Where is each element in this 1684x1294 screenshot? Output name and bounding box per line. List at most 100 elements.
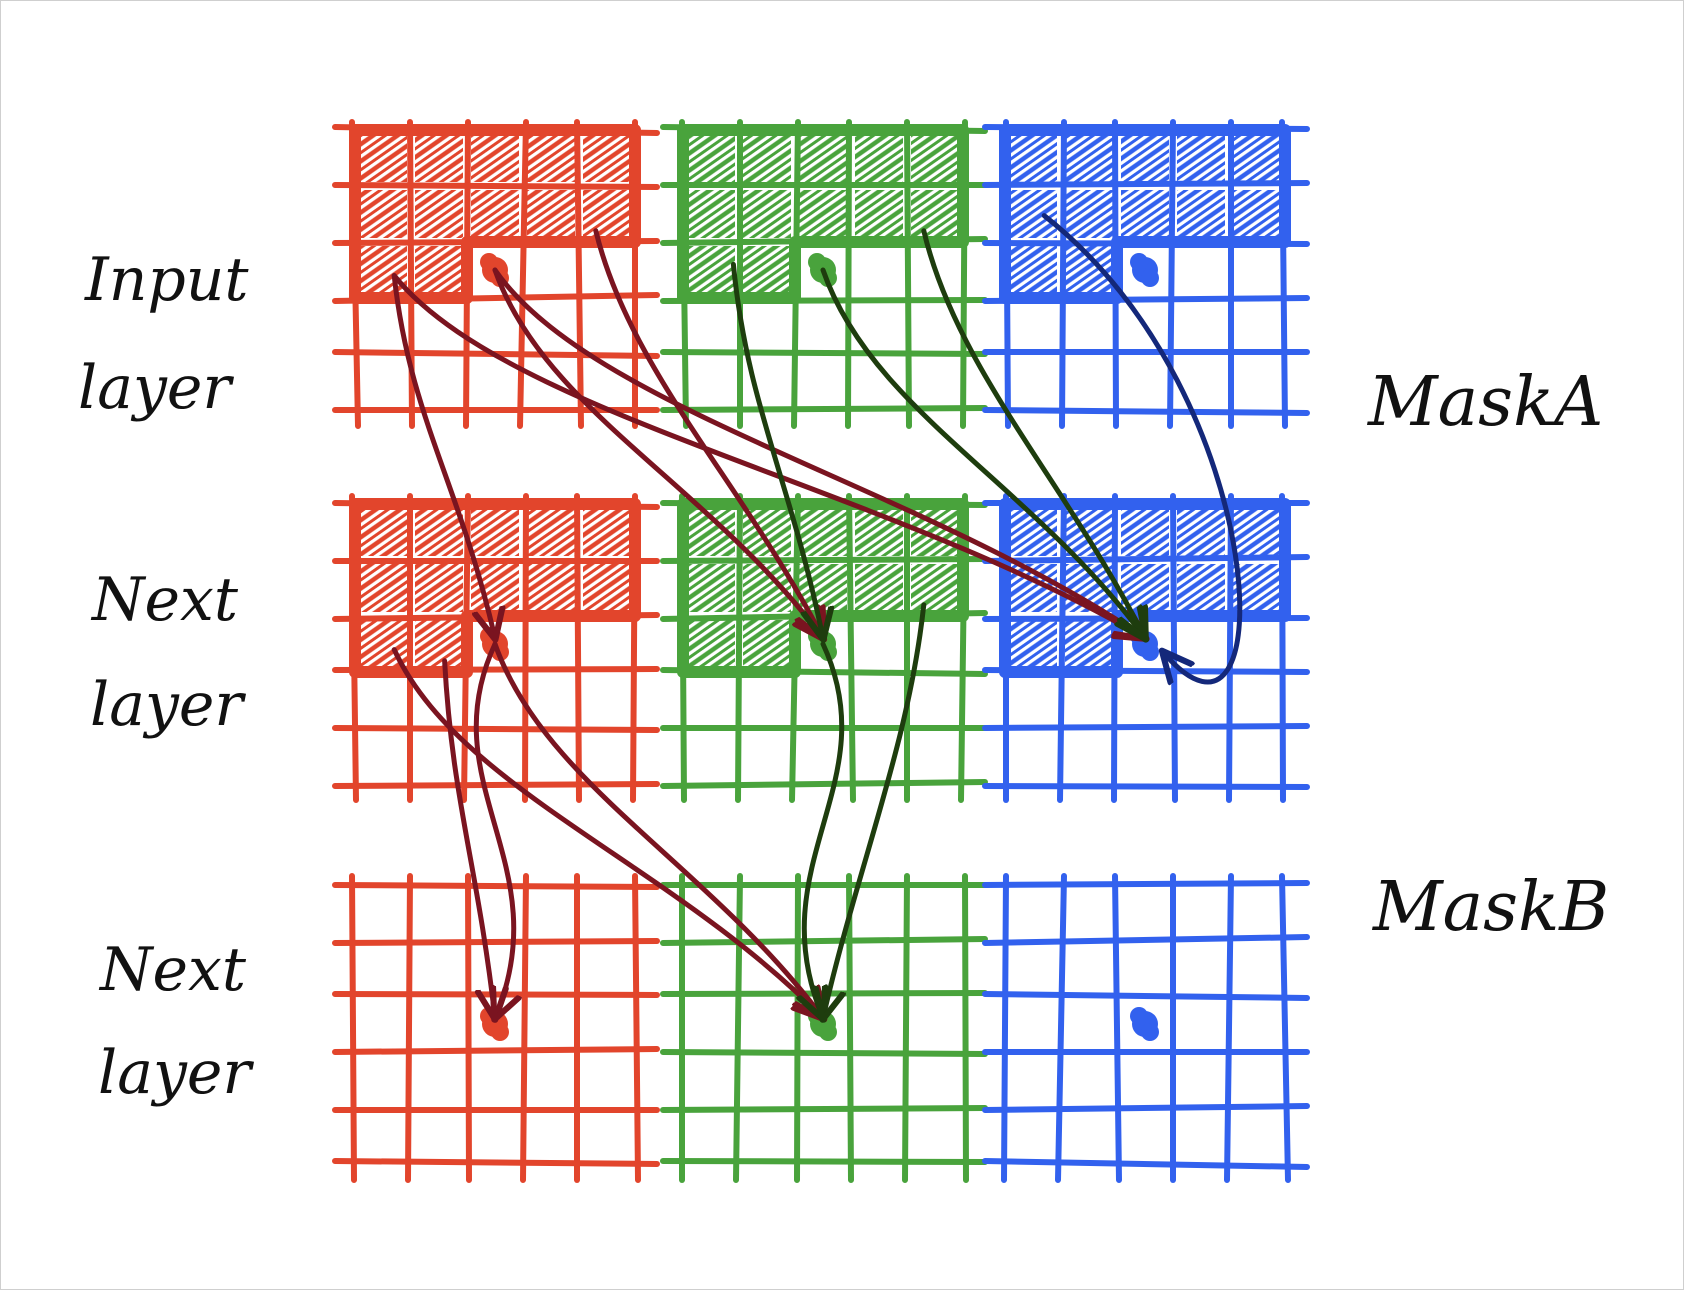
hatched-cell [415, 508, 463, 556]
dependency-arrow [492, 267, 823, 638]
labels-layer: Input layer Next layer Next layer MaskA … [78, 245, 1609, 1108]
center-pixel-blot [1141, 1023, 1159, 1041]
hatched-cell [799, 190, 847, 238]
dependency-arrow [473, 641, 514, 1018]
dependency-arrow [921, 228, 1145, 638]
grid-line [982, 554, 1310, 564]
grid-line [1226, 493, 1234, 803]
hatched-cell [687, 190, 735, 238]
grid-line [1224, 873, 1234, 1183]
hatched-cell [911, 564, 959, 612]
dependency-arrow [492, 641, 823, 1018]
hatched-cell [1121, 134, 1169, 182]
hatched-cell [743, 190, 791, 238]
hatched-cell [1065, 134, 1113, 182]
hatched-cell [743, 246, 791, 294]
mask-outline [349, 124, 641, 304]
hatched-cell [471, 134, 519, 182]
center-pixel-blot [808, 253, 826, 271]
grid-green-row3 [660, 873, 988, 1183]
dependency-arrow [1041, 213, 1243, 682]
grid-line [332, 1158, 660, 1167]
grid-line [1167, 119, 1176, 429]
hatched-cell [1177, 564, 1225, 612]
grid-line [982, 880, 1310, 888]
center-pixel-blot [1130, 253, 1148, 271]
grid-line [962, 873, 969, 1183]
center-pixel-blot [1130, 1007, 1148, 1025]
hatched-cell [471, 508, 519, 556]
grid-line [660, 990, 988, 997]
hatched-cell [855, 190, 903, 238]
dependency-arrow [593, 228, 823, 638]
grid-blue-row2 [982, 493, 1310, 803]
center-pixel-blot [819, 1023, 837, 1041]
grid-line [332, 781, 660, 789]
grid-line [332, 1046, 660, 1055]
hatched-cell [911, 190, 959, 238]
grid-line [332, 991, 660, 998]
grid-line [1001, 873, 1009, 1183]
hatched-cell [527, 190, 575, 238]
hatched-cell [855, 564, 903, 612]
row3-label-line1: Next [98, 935, 247, 1005]
grid-line [660, 1158, 988, 1165]
hatched-cell [359, 134, 407, 182]
mask-outline [349, 498, 641, 678]
hatched-cell [687, 246, 735, 294]
mask-b-label: MaskB [1371, 868, 1609, 947]
grid-line [845, 119, 852, 429]
hatched-cell [527, 508, 575, 556]
row1-label-line1: Input [84, 245, 249, 315]
hatched-cell [799, 508, 847, 556]
hatched-cell [1177, 508, 1225, 556]
grid-line [1279, 873, 1291, 1183]
dependency-arrow [391, 647, 823, 1018]
hatched-cell [359, 246, 407, 294]
grid-line [846, 873, 854, 1183]
grid-green-row2 [660, 493, 988, 803]
hatched-cell [1233, 190, 1281, 238]
hatched-cell [583, 508, 631, 556]
hatched-cell [583, 564, 631, 612]
hatched-cell [1121, 190, 1169, 238]
hatched-cell [1233, 508, 1281, 556]
grid-line [982, 407, 1310, 416]
grid-line [794, 873, 801, 1183]
hatched-cell [1177, 134, 1225, 182]
hatched-cell [1233, 134, 1281, 182]
center-pixel-blot [480, 253, 498, 271]
grid-line [632, 873, 641, 1183]
grid-line [982, 934, 1310, 946]
center-pixel-blot [1141, 269, 1159, 287]
hatched-cell [799, 134, 847, 182]
grid-line [332, 882, 660, 890]
grid-red-row2 [332, 493, 660, 803]
grid-line [332, 182, 660, 190]
grid-line [1170, 493, 1178, 803]
grid-line [660, 405, 988, 413]
hatched-cell [527, 564, 575, 612]
grid-line [982, 1103, 1310, 1113]
hatched-cell [1065, 620, 1113, 668]
mask-a-label: MaskA [1366, 363, 1603, 442]
row2-label-line2: layer [90, 670, 246, 740]
row2-label-line1: Next [90, 565, 239, 635]
hatched-cell [415, 190, 463, 238]
hatched-cell [583, 134, 631, 182]
dependency-arrow [442, 658, 495, 1018]
grid-line [349, 873, 357, 1183]
grid-line [904, 119, 912, 429]
hatched-cell [415, 134, 463, 182]
grid-line [465, 873, 472, 1183]
grid-red-row3 [332, 873, 660, 1183]
hatched-cell [1177, 190, 1225, 238]
grid-line [574, 493, 582, 803]
hatched-cell [1121, 508, 1169, 556]
dependency-arrow [391, 273, 1145, 638]
hatched-cell [1009, 246, 1057, 294]
grid-blue-row1 [982, 119, 1310, 429]
grid-line [517, 119, 529, 429]
dependency-arrow [804, 641, 845, 1018]
grid-line [1112, 873, 1122, 1183]
